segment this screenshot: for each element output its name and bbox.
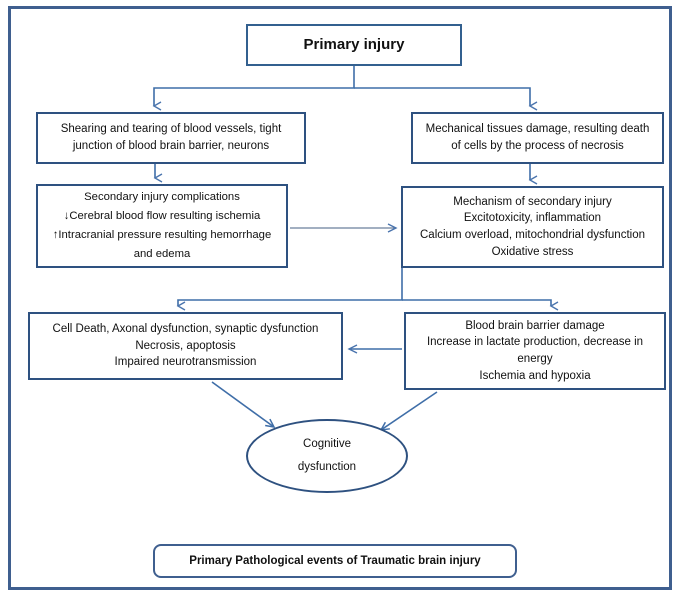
node-bbb-line-1: Increase in lactate production, decrease… [426,336,644,349]
figure-border [8,6,672,590]
figure-caption-text: Primary Pathological events of Traumatic… [189,554,481,567]
node-bbb-line-2: energy [517,353,553,365]
node-primary-injury-line-0: Primary injury [303,36,405,54]
node-mechanism-line-0: Mechanism of secondary injury [453,195,612,208]
node-mechanism-line-3: Oxidative stress [491,245,574,258]
node-bbb-line-0: Blood brain barrier damage [465,319,605,332]
figure-caption: Primary Pathological events of Traumatic… [153,544,517,578]
node-mechanism-line-2: Calcium overload, mitochondrial dysfunct… [420,229,645,241]
node-mechanical-tissue-damage-line-0: Mechanical tissues damage, resulting dea… [425,123,650,136]
node-cognitive-dysfunction-line-0: Cognitive [303,438,351,450]
node-mechanism-of-secondary-injury: Mechanism of secondary injury Excitotoxi… [401,186,664,268]
node-mechanism-line-1: Excitotoxicity, inflammation [463,212,602,225]
node-bbb-line-3: Ischemia and hypoxia [479,369,591,382]
node-shearing-tearing: Shearing and tearing of blood vessels, t… [36,112,306,164]
node-secondary-injury-line-1: ↓Cerebral blood flow resulting ischemia [63,209,261,222]
node-shearing-tearing-line-0: Shearing and tearing of blood vessels, t… [60,123,282,136]
node-cell-death-line-2: Impaired neurotransmission [114,356,257,369]
node-mechanical-tissue-damage-line-1: of cells by the process of necrosis [451,140,624,152]
node-secondary-injury-complications: Secondary injury complications ↓Cerebral… [36,184,288,268]
node-secondary-injury-line-0: Secondary injury complications [84,190,240,203]
node-mechanical-tissue-damage: Mechanical tissues damage, resulting dea… [411,112,664,164]
node-blood-brain-barrier-damage: Blood brain barrier damage Increase in l… [404,312,666,390]
node-cell-death-line-0: Cell Death, Axonal dysfunction, synaptic… [52,322,319,335]
node-cognitive-dysfunction-line-1: dysfunction [297,461,357,473]
node-cognitive-dysfunction: Cognitive dysfunction [246,419,408,493]
node-primary-injury: Primary injury [246,24,462,66]
node-cell-death: Cell Death, Axonal dysfunction, synaptic… [28,312,343,380]
node-secondary-injury-line-3: and edema [133,248,191,261]
node-cell-death-line-1: Necrosis, apoptosis [135,339,236,352]
node-secondary-injury-line-2: ↑Intracranial pressure resulting hemorrh… [52,229,272,241]
node-shearing-tearing-line-1: junction of blood brain barrier, neurons [72,140,270,152]
